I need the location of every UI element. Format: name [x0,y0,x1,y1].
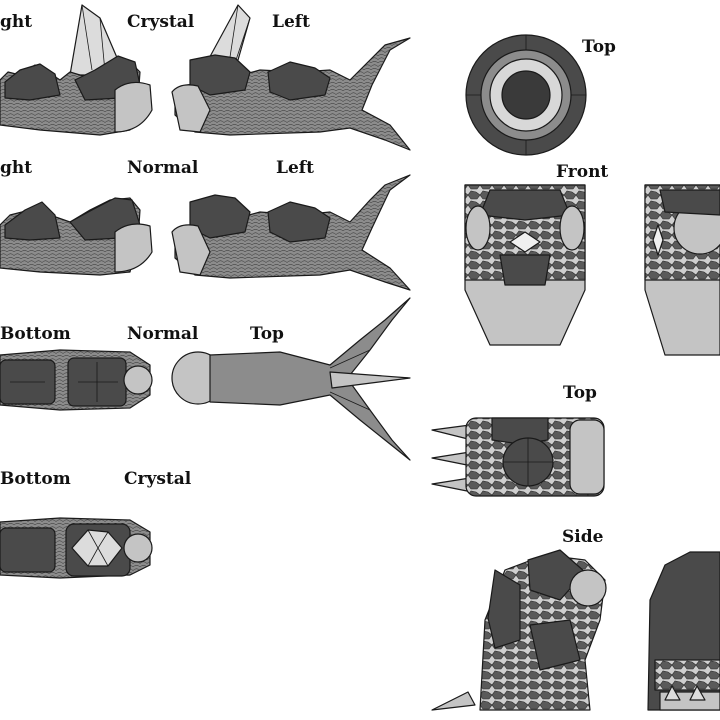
label-row1-right: ght [0,12,32,32]
label-head-top: Top [582,37,616,57]
body-row3-top [171,297,411,461]
head-front-view [464,184,586,346]
head-top-view [465,34,587,156]
label-row2-normal: Normal [127,158,199,178]
label-row4-bottom: Bottom [0,469,71,489]
label-row4-crystal: Crystal [124,469,192,489]
body-row1-left [171,4,411,151]
label-head-front: Front [556,162,608,182]
foot-side-view [431,549,607,711]
label-row3-bottom: Bottom [0,324,71,344]
label-row2-right: ght [0,158,32,178]
body-row2-right [0,197,153,276]
label-row2-left: Left [276,158,314,178]
foot-top-view [431,417,605,497]
label-foot-side: Side [562,527,604,547]
body-row4-bottom-crystal [0,517,153,579]
label-row1-crystal: Crystal [127,12,195,32]
body-row3-bottom [0,349,153,411]
label-row3-normal: Normal [127,324,199,344]
body-row1-right [0,4,153,136]
label-foot-top: Top [563,383,597,403]
body-row2-left [171,174,411,291]
foot-front-view [647,551,720,711]
label-row1-left: Left [272,12,310,32]
label-row3-top: Top [250,324,284,344]
head-side-view [644,184,720,356]
